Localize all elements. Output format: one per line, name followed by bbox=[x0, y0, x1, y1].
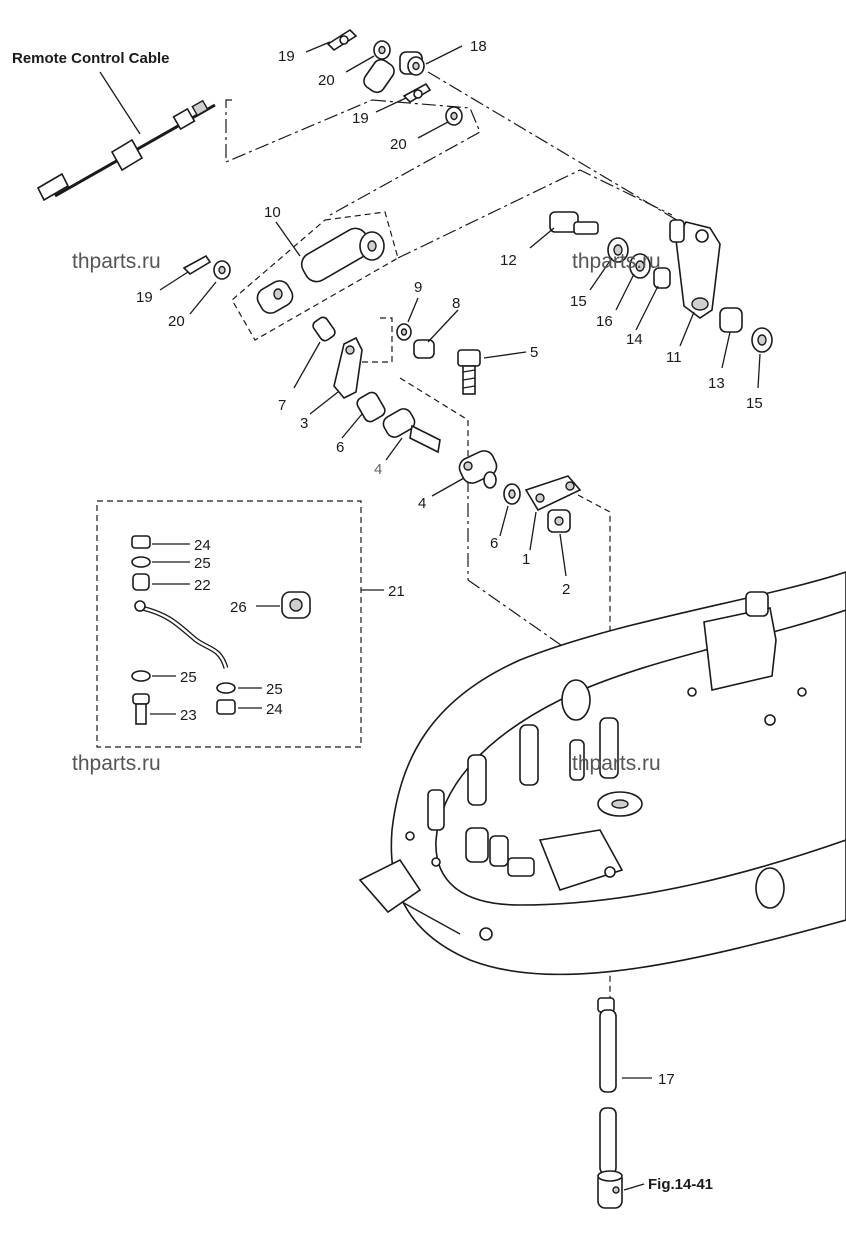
shift-rod-17 bbox=[597, 997, 652, 1209]
label-25-left: 25 bbox=[180, 669, 197, 686]
label-19-mid: 19 bbox=[352, 110, 369, 127]
label-5: 5 bbox=[530, 344, 538, 361]
joint-rod-assembly bbox=[159, 221, 385, 389]
label-11: 11 bbox=[666, 349, 682, 366]
label-6-right: 6 bbox=[490, 535, 498, 552]
watermark-text: thparts.ru bbox=[572, 752, 661, 775]
watermark-text: thparts.ru bbox=[572, 250, 661, 273]
bottom-cowling bbox=[358, 571, 846, 976]
caption-remote-control-cable: Remote Control Cable bbox=[12, 50, 170, 67]
label-24-top: 24 bbox=[194, 537, 211, 554]
label-8: 8 bbox=[452, 295, 460, 312]
label-12: 12 bbox=[500, 252, 517, 269]
right-lever-group bbox=[529, 211, 773, 389]
caption-figure-ref: Fig.14-41 bbox=[648, 1176, 713, 1193]
label-24-bottom: 24 bbox=[266, 701, 283, 718]
callout-labels: Remote Control Cable Fig.14-41 19 20 18 … bbox=[12, 38, 763, 1193]
label-23: 23 bbox=[180, 707, 197, 724]
label-19-top: 19 bbox=[278, 48, 295, 65]
label-17: 17 bbox=[658, 1071, 675, 1088]
label-26: 26 bbox=[230, 599, 247, 616]
label-15-left: 15 bbox=[570, 293, 587, 310]
kit-box-21 bbox=[96, 500, 384, 748]
label-25-right: 25 bbox=[266, 681, 283, 698]
label-20-left: 20 bbox=[168, 313, 185, 330]
watermarks: thparts.ru thparts.ru thparts.ru thparts… bbox=[72, 250, 661, 775]
label-21: 21 bbox=[388, 583, 405, 600]
label-7: 7 bbox=[278, 397, 286, 414]
label-1: 1 bbox=[522, 551, 530, 568]
label-14: 14 bbox=[626, 331, 643, 348]
label-22: 22 bbox=[194, 577, 211, 594]
label-16: 16 bbox=[596, 313, 613, 330]
label-10: 10 bbox=[264, 204, 281, 221]
label-25-top: 25 bbox=[194, 555, 211, 572]
watermark-text: thparts.ru bbox=[72, 250, 161, 273]
top-pin-group bbox=[305, 28, 463, 139]
label-2: 2 bbox=[562, 581, 570, 598]
joint-plate-assembly bbox=[431, 450, 582, 577]
label-18: 18 bbox=[470, 38, 487, 55]
bolt-5 bbox=[457, 349, 527, 395]
label-13: 13 bbox=[708, 375, 725, 392]
label-4-grey: 4 bbox=[374, 461, 382, 478]
label-6-left: 6 bbox=[336, 439, 344, 456]
label-19-left: 19 bbox=[136, 289, 153, 306]
label-9: 9 bbox=[414, 279, 422, 296]
label-15-right: 15 bbox=[746, 395, 763, 412]
watermark-text: thparts.ru bbox=[72, 752, 161, 775]
label-3: 3 bbox=[300, 415, 308, 432]
lever-shaft-assembly bbox=[309, 297, 459, 461]
label-20-mid: 20 bbox=[390, 136, 407, 153]
label-4: 4 bbox=[418, 495, 426, 512]
remote-control-cable bbox=[36, 71, 216, 202]
label-20-top: 20 bbox=[318, 72, 335, 89]
